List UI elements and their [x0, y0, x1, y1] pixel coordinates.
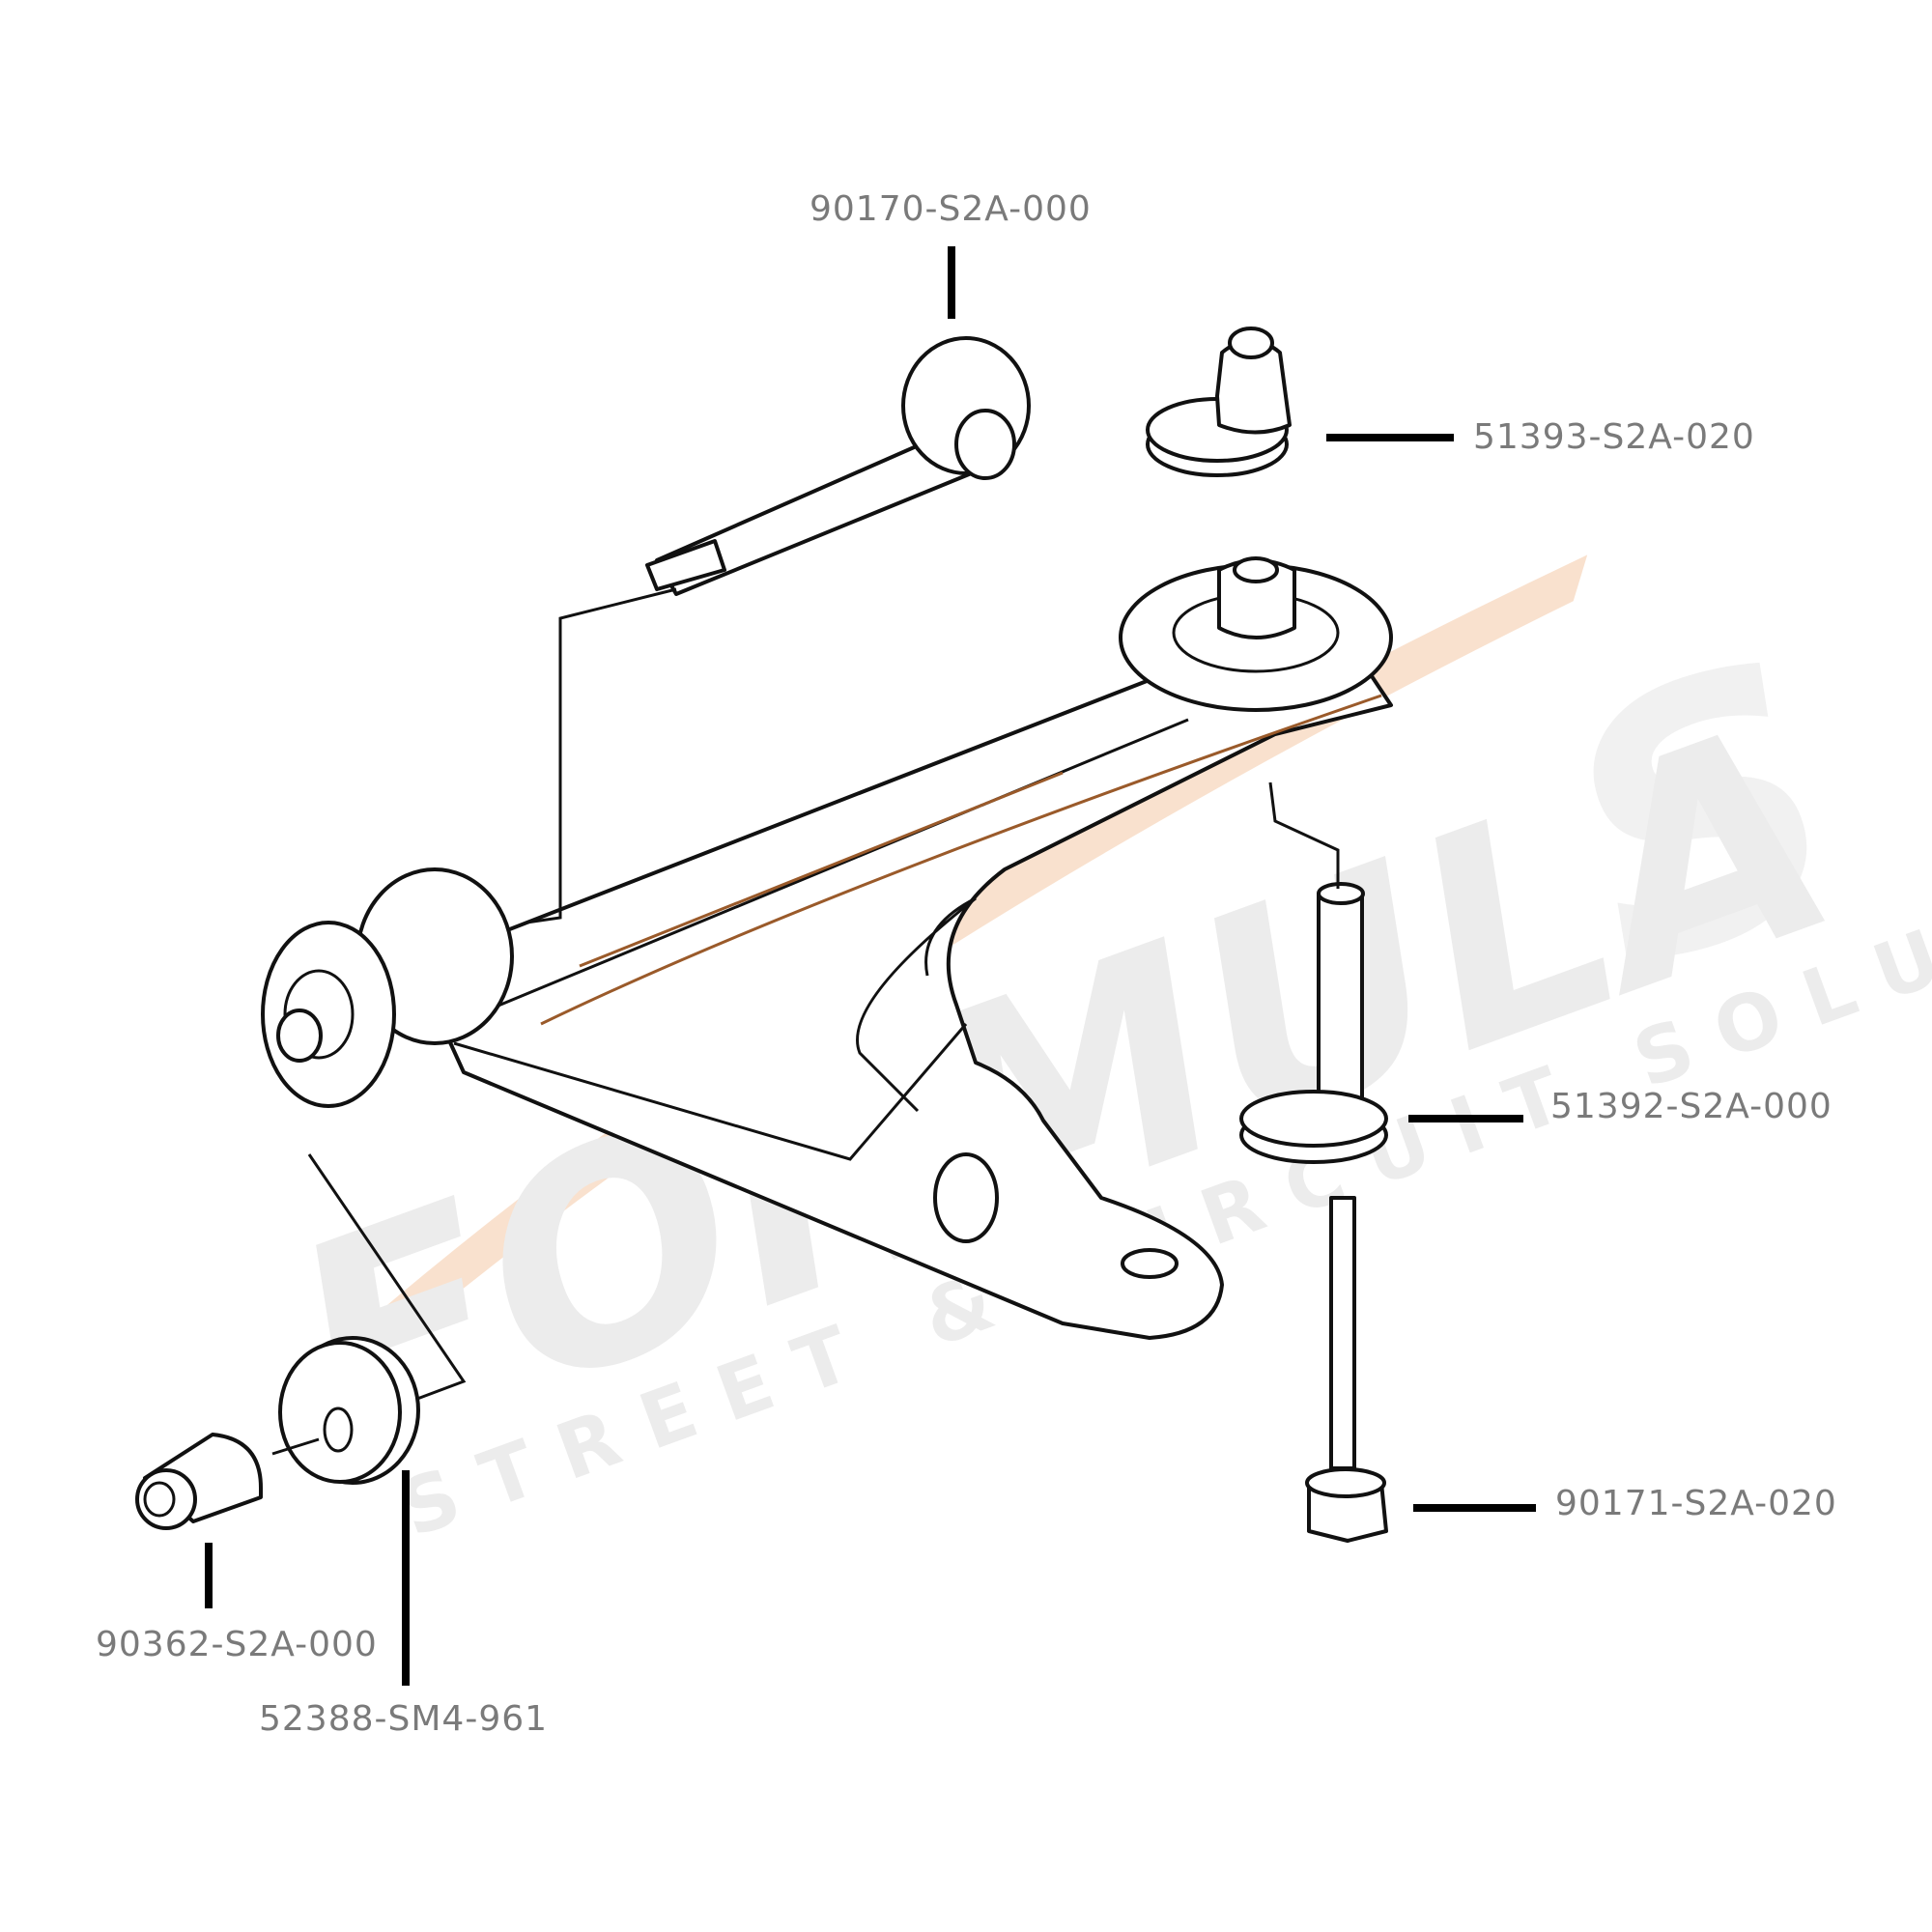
- part-label-nut: 90362-S2A-000: [96, 1625, 378, 1664]
- part-label-washer: 52388-SM4-961: [259, 1699, 549, 1739]
- pin-washer-drawing: [1239, 781, 1388, 1164]
- control-arm: [261, 556, 1393, 1340]
- nut-drawing: [135, 1433, 263, 1530]
- part-label-bolt-upper: 90170-S2A-000: [810, 189, 1092, 229]
- ball-joint-cap-drawing: [1146, 327, 1292, 477]
- bolt-lower-drawing: [1305, 1196, 1388, 1543]
- part-label-bolt-lower: 90171-S2A-020: [1555, 1484, 1837, 1523]
- part-label-pin-washer: 51392-S2A-000: [1550, 1087, 1833, 1126]
- part-label-ball-joint-cap: 51393-S2A-020: [1473, 417, 1755, 457]
- bolt-upper-drawing: [526, 336, 1031, 924]
- washer-drawing: [271, 1153, 467, 1485]
